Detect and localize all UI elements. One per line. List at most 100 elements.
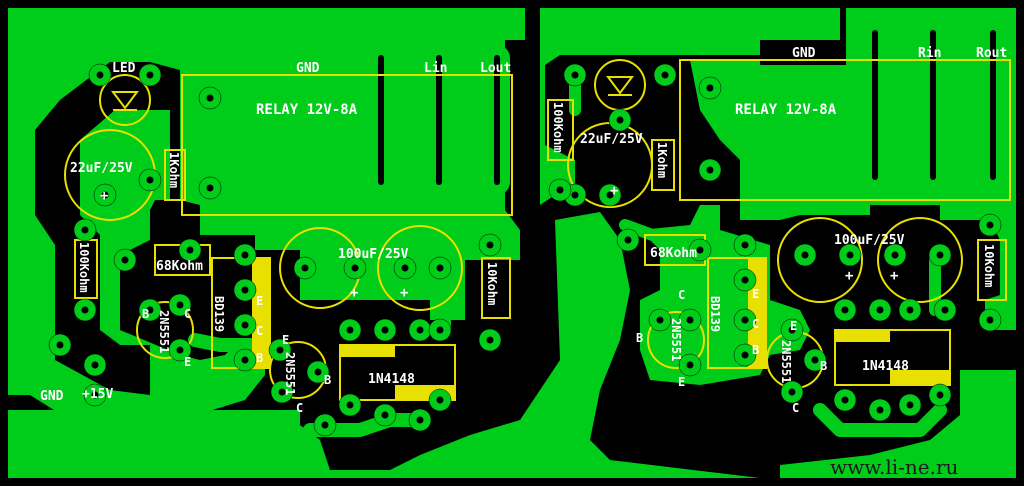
drill-hole [276,346,284,354]
drill-hole [121,256,129,264]
drill-hole [986,316,994,324]
label-q1-left-c: C [184,307,191,321]
drill-hole [56,341,64,349]
drill-hole [436,396,444,404]
drill-hole [801,251,809,259]
drill-hole [741,351,749,359]
label-gnd-top-left: GND [296,61,320,76]
relay-slot [436,55,442,185]
label-d1-left: 1N4148 [368,372,415,387]
cap100b-outline-left [377,225,463,311]
label-bd139-left-b: B [256,351,263,365]
label-bd139-left-c: C [256,324,263,338]
drill-hole [146,176,154,184]
drill-hole [571,71,579,79]
drill-hole [616,116,624,124]
label-q1-left: 2N5551 [157,310,171,353]
drill-hole [241,251,249,259]
drill-hole [314,368,322,376]
label-lout: Lout [480,61,511,76]
label-relay-right: RELAY 12V-8A [735,102,837,118]
drill-hole [241,356,249,364]
label-cap100-left: 100uF/25V [338,247,409,262]
drill-hole [661,71,669,79]
drill-hole [788,326,796,334]
drill-hole [606,191,614,199]
drill-hole [656,316,664,324]
drill-hole [206,94,214,102]
trace [813,403,947,437]
label-bd139-right-c: C [752,317,759,331]
label-q1-right-e: E [678,375,685,389]
label-r100k-right: 100Kohm [551,102,565,153]
drill-hole [936,251,944,259]
diode-band-left-1 [340,345,395,357]
label-plus15: +15V [82,387,113,402]
relay-slot [494,55,500,185]
drill-hole [846,251,854,259]
solder-pads: ++++++ [48,63,1002,437]
drill-hole [81,306,89,314]
relay-slot [990,30,996,180]
drill-hole [91,391,99,399]
drill-hole [351,264,359,272]
drill-hole [841,396,849,404]
drill-hole [436,326,444,334]
label-rin: Rin [918,46,941,61]
led-outline-left [99,74,151,126]
q1-outline-left [136,301,194,359]
drill-hole [876,406,884,414]
label-q2-left-b: B [324,373,331,387]
polarity-plus-mark: + [845,268,853,284]
trace [188,333,257,352]
resistor-1k-left-outline [164,149,186,201]
label-q1-left-b: B [142,307,149,321]
drill-hole [81,226,89,234]
relay-outline-right [679,59,1011,201]
drill-hole [381,326,389,334]
polarity-plus-mark: + [610,183,618,199]
silk-labels: LED GND Lin Lout RELAY 12V-8A 22uF/25V 1… [40,46,1007,479]
drill-hole [346,326,354,334]
label-led: LED [112,61,136,76]
polarity-plus-mark: + [890,268,898,284]
drill-hole [906,401,914,409]
label-q2-right-c: C [792,401,799,415]
label-lin: Lin [424,61,447,76]
led-symbol-right [606,76,634,96]
label-q2-left-e: E [282,333,289,347]
label-q1-right: 2N5551 [669,318,683,361]
resistor-10k-left-outline [481,257,511,319]
drill-hole [706,166,714,174]
drill-hole [941,306,949,314]
drill-hole [176,346,184,354]
label-bd139-right: BD139 [708,296,722,332]
label-r1k-left: 1Kohm [167,152,181,188]
drill-hole [624,236,632,244]
drill-hole [186,246,194,254]
label-q2-right-e: E [790,319,797,333]
drill-hole [301,264,309,272]
drill-hole [436,264,444,272]
drill-hole [416,326,424,334]
drill-hole [91,361,99,369]
label-bd139-left-e: E [256,294,263,308]
drill-hole [986,221,994,229]
label-r68k-left: 68Kohm [156,259,203,274]
label-bd139-right-b: B [752,343,759,357]
cap100b-outline-right [877,217,963,303]
drill-hole [176,301,184,309]
label-r100k-left: 100Kohm [77,242,91,293]
drill-hole [241,286,249,294]
drill-hole [206,184,214,192]
polarity-plus-mark: + [350,285,358,301]
drill-hole [346,401,354,409]
label-r10k-right: 10Kohm [982,244,996,287]
drill-hole [486,241,494,249]
drill-hole [146,306,154,314]
resistor-100k-right-outline [547,99,574,161]
label-gnd-top-right: GND [792,46,816,61]
label-cap22-left: 22uF/25V [70,161,133,176]
label-q2-left-c: C [296,401,303,415]
label-rout: Rout [976,46,1007,61]
